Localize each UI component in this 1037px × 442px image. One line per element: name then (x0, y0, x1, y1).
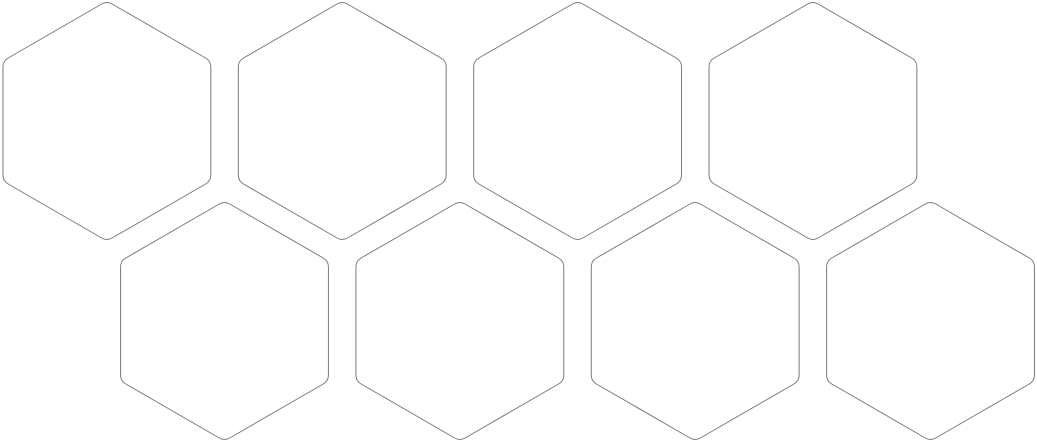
hexagon-row1-cell1 (2, 2, 212, 240)
hexagon-row1-cell2 (237, 2, 447, 240)
hexagon-row2-cell2 (355, 202, 565, 440)
hexagon-row1-cell4 (708, 2, 918, 240)
hexagon-row2-cell1 (120, 202, 329, 440)
hexagon-row2-cell4 (826, 202, 1035, 440)
hexagon-row2-cell3 (590, 202, 800, 440)
hexagon-row1-cell3 (473, 2, 683, 240)
